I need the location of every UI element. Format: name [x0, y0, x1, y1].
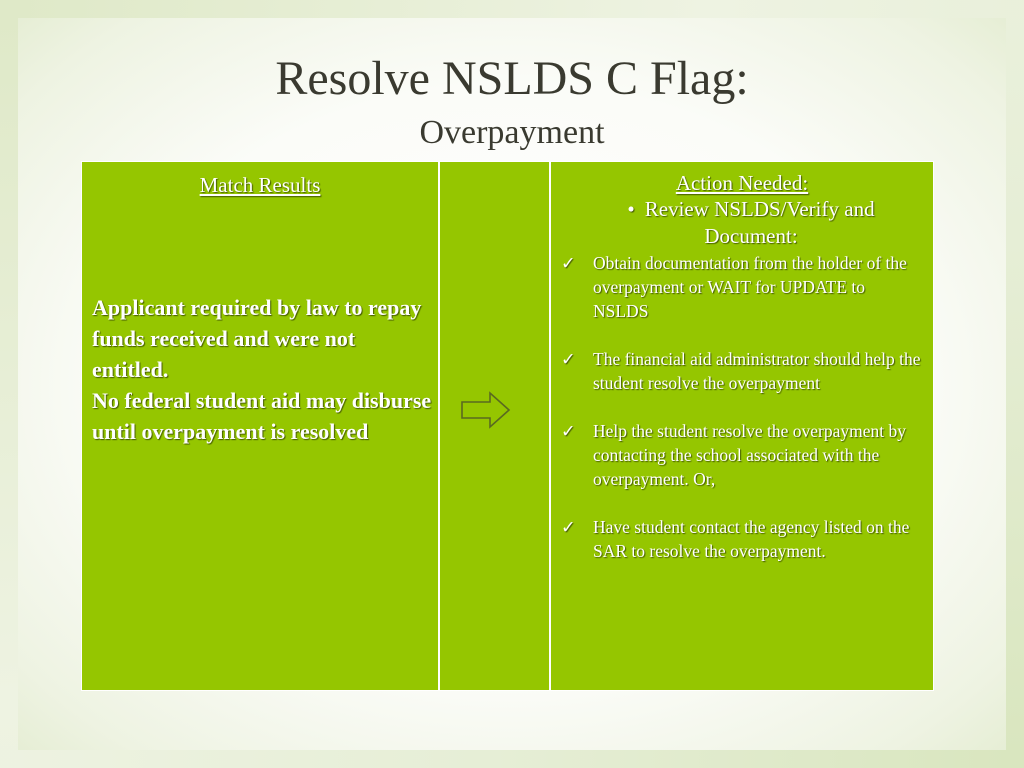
review-text: Review NSLDS/Verify and Document: — [644, 197, 875, 248]
checklist-item: ✓ Have student contact the agency listed… — [561, 515, 921, 563]
slide-subtitle: Overpayment — [419, 114, 605, 151]
check-icon: ✓ — [561, 517, 576, 537]
review-bullet: • Review NSLDS/Verify and Document: — [581, 196, 921, 250]
checklist-item-text: Help the student resolve the overpayment… — [593, 421, 906, 489]
action-needed-heading: Action Needed: — [675, 171, 809, 195]
match-results-line-1: Applicant required by law to repay funds… — [92, 295, 422, 382]
checklist-item-text: The financial aid administrator should h… — [593, 349, 921, 393]
arrow-cell — [440, 162, 549, 690]
match-results-heading: Match Results — [199, 173, 321, 197]
checklist-item: ✓ Obtain documentation from the holder o… — [561, 251, 921, 323]
checklist-item: ✓ Help the student resolve the overpayme… — [561, 419, 921, 491]
checklist-item-text: Obtain documentation from the holder of … — [593, 253, 907, 321]
check-icon: ✓ — [561, 421, 576, 441]
checklist-item: ✓ The financial aid administrator should… — [561, 347, 921, 395]
bullet-icon: • — [627, 197, 635, 221]
right-arrow-icon — [460, 390, 512, 430]
check-icon: ✓ — [561, 253, 576, 273]
match-results-body: Applicant required by law to repay funds… — [92, 292, 432, 447]
action-needed-cell: Action Needed: • Review NSLDS/Verify and … — [551, 162, 933, 690]
action-checklist: ✓ Obtain documentation from the holder o… — [561, 251, 921, 587]
match-results-cell: Match Results Applicant required by law … — [82, 162, 438, 690]
match-results-line-2: No federal student aid may disburse unti… — [92, 388, 432, 444]
slide-title: Resolve NSLDS C Flag: — [275, 52, 749, 105]
info-table: Match Results Applicant required by law … — [81, 161, 934, 691]
checklist-item-text: Have student contact the agency listed o… — [593, 517, 910, 561]
check-icon: ✓ — [561, 349, 576, 369]
